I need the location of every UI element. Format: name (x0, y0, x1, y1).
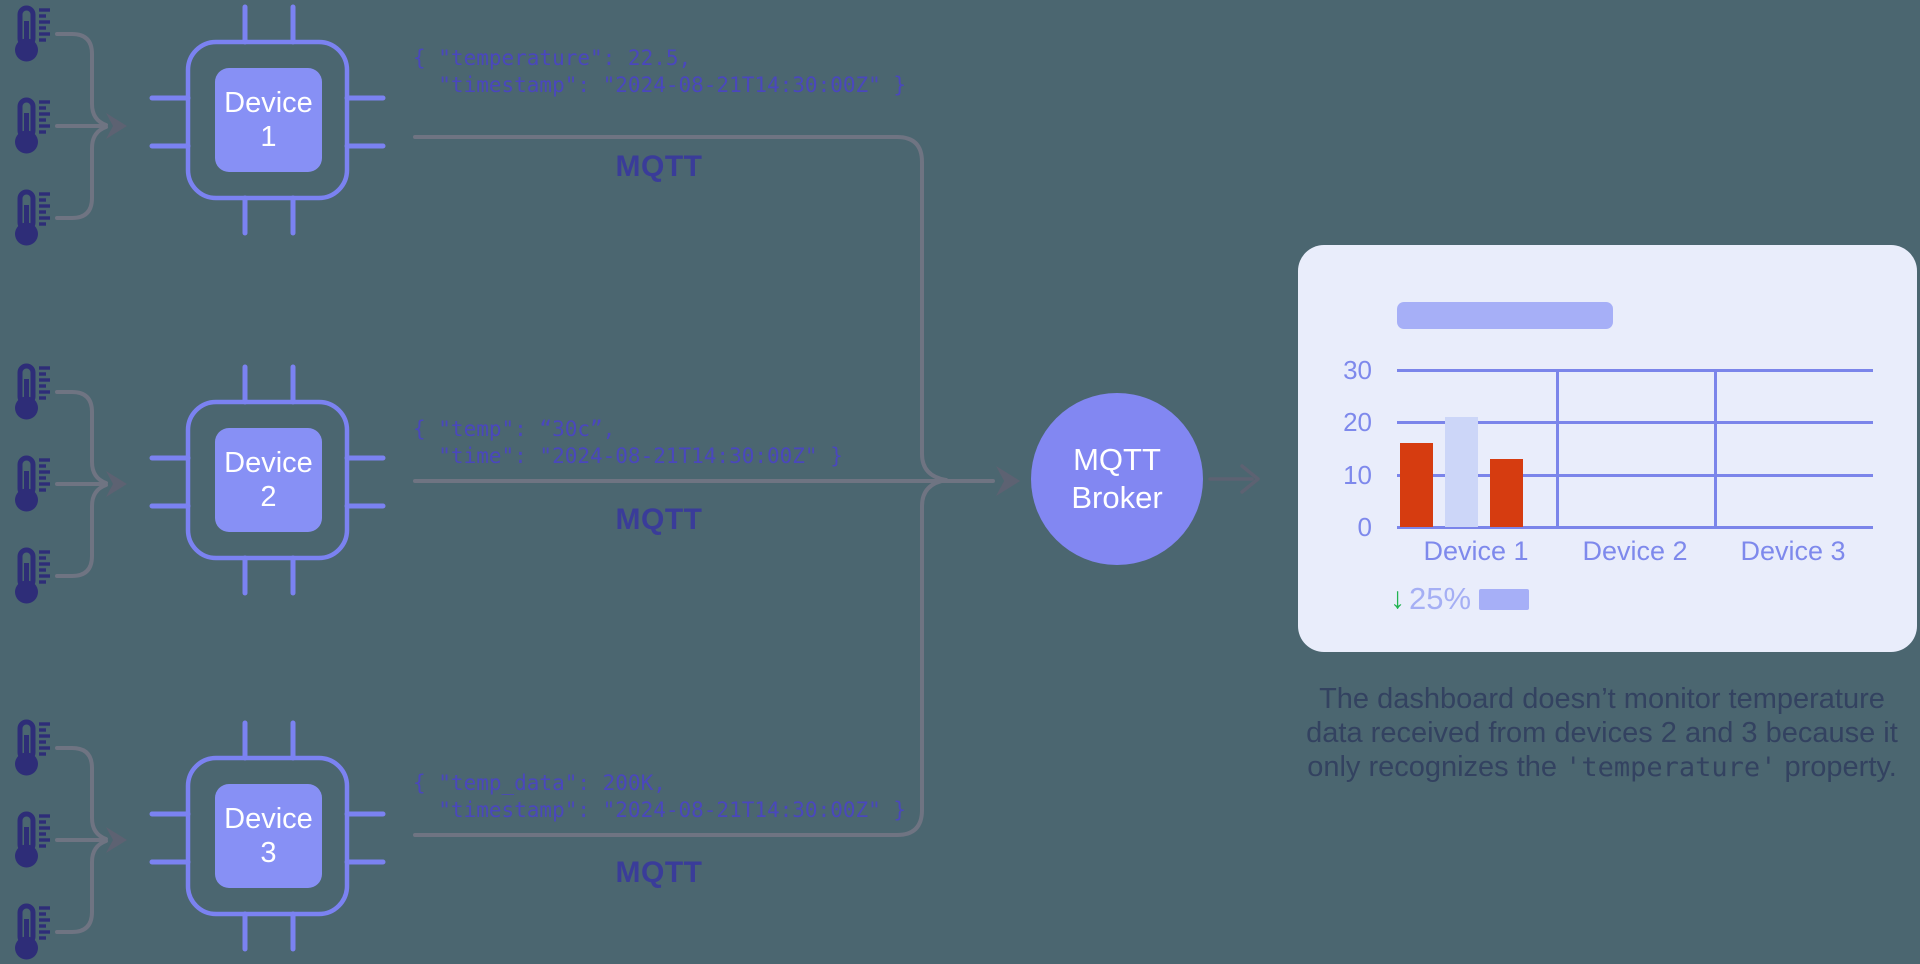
caption: The dashboard doesn’t monitor temperatur… (1280, 682, 1920, 785)
payload-line: { "temp": “30c”, (413, 417, 616, 441)
chart-bar (1490, 459, 1523, 527)
chart-title-placeholder (1397, 302, 1613, 329)
device-1-payload: { "temperature": 22.5, "timestamp": "202… (413, 45, 906, 99)
sensor-merge-arrow-1 (55, 32, 127, 220)
mqtt-protocol-label-3: MQTT (615, 856, 703, 889)
caption-line1: The dashboard doesn’t monitor temperatur… (1319, 683, 1885, 715)
caption-line2: data received from devices 2 and 3 becau… (1306, 717, 1898, 749)
broker-label-line2: Broker (1071, 480, 1163, 515)
device-label-word: Device (224, 87, 313, 119)
device-label-word: Device (224, 803, 313, 835)
trend-badge: ↓ 25% (1390, 581, 1530, 616)
payload-line: "timestamp": "2024-08-21T14:30:00Z" } (413, 798, 907, 822)
mqtt-merge-lines (413, 135, 1021, 837)
gridline-0 (1397, 526, 1873, 529)
gridline-20 (1397, 421, 1873, 424)
payload-line: { "temperature": 22.5, (413, 46, 692, 70)
caption-line3-prefix: only recognizes the (1307, 751, 1566, 783)
grid-divider-1 (1556, 369, 1559, 529)
thermometer-icon-group-3 (15, 722, 50, 960)
chart-bar (1400, 443, 1433, 527)
thermometer-icon-group-1 (15, 8, 50, 246)
gridline-10 (1397, 474, 1873, 477)
gridline-30 (1397, 369, 1873, 372)
mqtt-broker-label: MQTT Broker (1032, 441, 1202, 517)
y-tick-label: 10 (1343, 460, 1372, 490)
y-tick-label: 30 (1343, 355, 1372, 385)
arrow-down-icon: ↓ (1390, 582, 1405, 615)
x-tick-device-2: Device 2 (1582, 536, 1688, 566)
caption-temperature-code: 'temperature' (1565, 752, 1777, 783)
device-1-label: Device 1 (215, 86, 322, 154)
device-label-number: 2 (260, 481, 277, 513)
trend-percent: 25% (1409, 581, 1472, 616)
y-tick-label: 0 (1357, 512, 1372, 542)
device-label-word: Device (224, 447, 313, 479)
x-tick-device-3: Device 3 (1740, 536, 1846, 566)
device-3-payload: { "temp_data": 200K, "timestamp": "2024-… (413, 770, 906, 824)
payload-line: { "temp_data": 200K, (413, 771, 666, 795)
caption-line3-suffix: property. (1776, 751, 1897, 783)
trend-label-placeholder (1479, 588, 1530, 610)
thermometer-icon-group-2 (15, 366, 50, 604)
mqtt-protocol-label-1: MQTT (615, 150, 703, 183)
mqtt-broker-circle (1031, 393, 1203, 565)
x-tick-device-1: Device 1 (1423, 536, 1529, 566)
sensor-merge-arrow-2 (55, 390, 127, 578)
device-2-payload: { "temp": “30c”, "time": "2024-08-21T14:… (413, 416, 843, 470)
payload-line: "timestamp": "2024-08-21T14:30:00Z" } (413, 73, 907, 97)
device-label-number: 1 (260, 121, 277, 153)
device-2-label: Device 2 (215, 446, 322, 514)
dashboard-card: 30 20 10 0 Device 1 Device 2 Device 3 ↓ … (1298, 245, 1917, 652)
grid-divider-2 (1714, 369, 1717, 529)
broker-to-dashboard-arrow (1208, 464, 1260, 494)
mqtt-protocol-label-2: MQTT (615, 503, 703, 536)
chart-bar (1445, 417, 1478, 527)
device-3-label: Device 3 (215, 802, 322, 870)
broker-label-line1: MQTT (1073, 442, 1161, 477)
y-tick-label: 20 (1343, 407, 1372, 437)
device-label-number: 3 (260, 837, 277, 869)
payload-line: "time": "2024-08-21T14:30:00Z" } (413, 444, 843, 468)
sensor-merge-arrow-3 (55, 746, 127, 934)
